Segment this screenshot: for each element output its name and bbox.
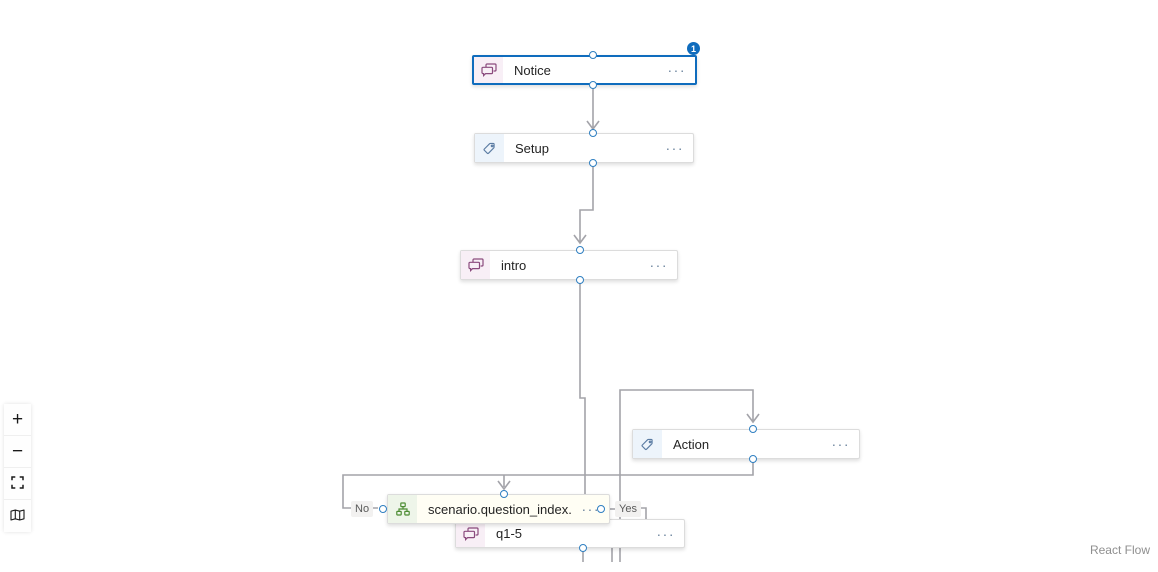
chat-message-icon [456,520,485,547]
handle-action-bottom[interactable] [749,455,757,463]
handle-q1-5-bottom[interactable] [579,544,587,552]
node-label: intro [501,257,527,273]
node-menu-button[interactable]: ··· [656,525,675,542]
branch-condition-icon [388,495,417,523]
node-menu-button[interactable]: ··· [667,62,686,78]
handle-setup-top[interactable] [589,129,597,137]
node-label: Action [673,436,710,452]
plus-icon: + [11,408,24,430]
handle-notice-top[interactable] [589,51,597,59]
node-menu-button[interactable]: ··· [831,436,850,452]
handle-setup-bottom[interactable] [589,159,597,167]
handle-intro-bottom[interactable] [576,276,584,284]
zoom-in-button[interactable]: + [4,404,31,436]
edge-label-no: No [351,501,374,517]
react-flow-attribution[interactable]: React Flow [1089,543,1150,557]
handle-notice-bottom[interactable] [589,81,597,89]
handle-scenario-top[interactable] [500,490,508,498]
flow-controls: + − [4,404,31,532]
node-label: Notice [514,62,551,78]
fit-view-icon [11,473,24,495]
tags-action-icon [633,430,662,458]
node-label: scenario.question_index... [428,501,573,517]
edge-into-action[interactable] [619,389,760,562]
node-label: Setup [515,140,549,156]
minimap-toggle-button[interactable] [4,500,31,532]
edge-label-yes: Yes [615,501,641,517]
handle-action-top[interactable] [749,425,757,433]
edge-into-scenario[interactable] [497,475,511,491]
node-menu-button[interactable]: ··· [665,140,684,156]
edge-intro-down[interactable] [579,280,586,494]
handle-intro-top[interactable] [576,246,584,254]
zoom-out-button[interactable]: − [4,436,31,468]
minus-icon: − [11,440,24,462]
node-menu-button[interactable]: ··· [649,257,668,273]
edge-setup-intro[interactable] [573,163,594,245]
edge-notice-setup[interactable] [586,85,600,131]
handle-scenario-yes[interactable] [597,505,605,513]
fit-view-button[interactable] [4,468,31,500]
node-action[interactable]: Action ··· [632,429,860,459]
edge-yes-bracket[interactable] [639,507,647,521]
node-menu-button[interactable]: ··· [581,501,600,517]
node-label: q1-5 [496,526,523,541]
tags-action-icon [475,134,504,162]
handle-scenario-no[interactable] [379,505,387,513]
node-setup[interactable]: Setup ··· [474,133,694,163]
node-intro[interactable]: intro ··· [460,250,678,280]
chat-message-icon [474,57,503,83]
map-icon [10,505,25,527]
node-scenario-question-index[interactable]: scenario.question_index... ··· [387,494,610,524]
selection-count-badge: 1 [687,42,700,55]
node-notice[interactable]: Notice ··· [472,55,697,85]
chat-message-icon [461,251,490,279]
